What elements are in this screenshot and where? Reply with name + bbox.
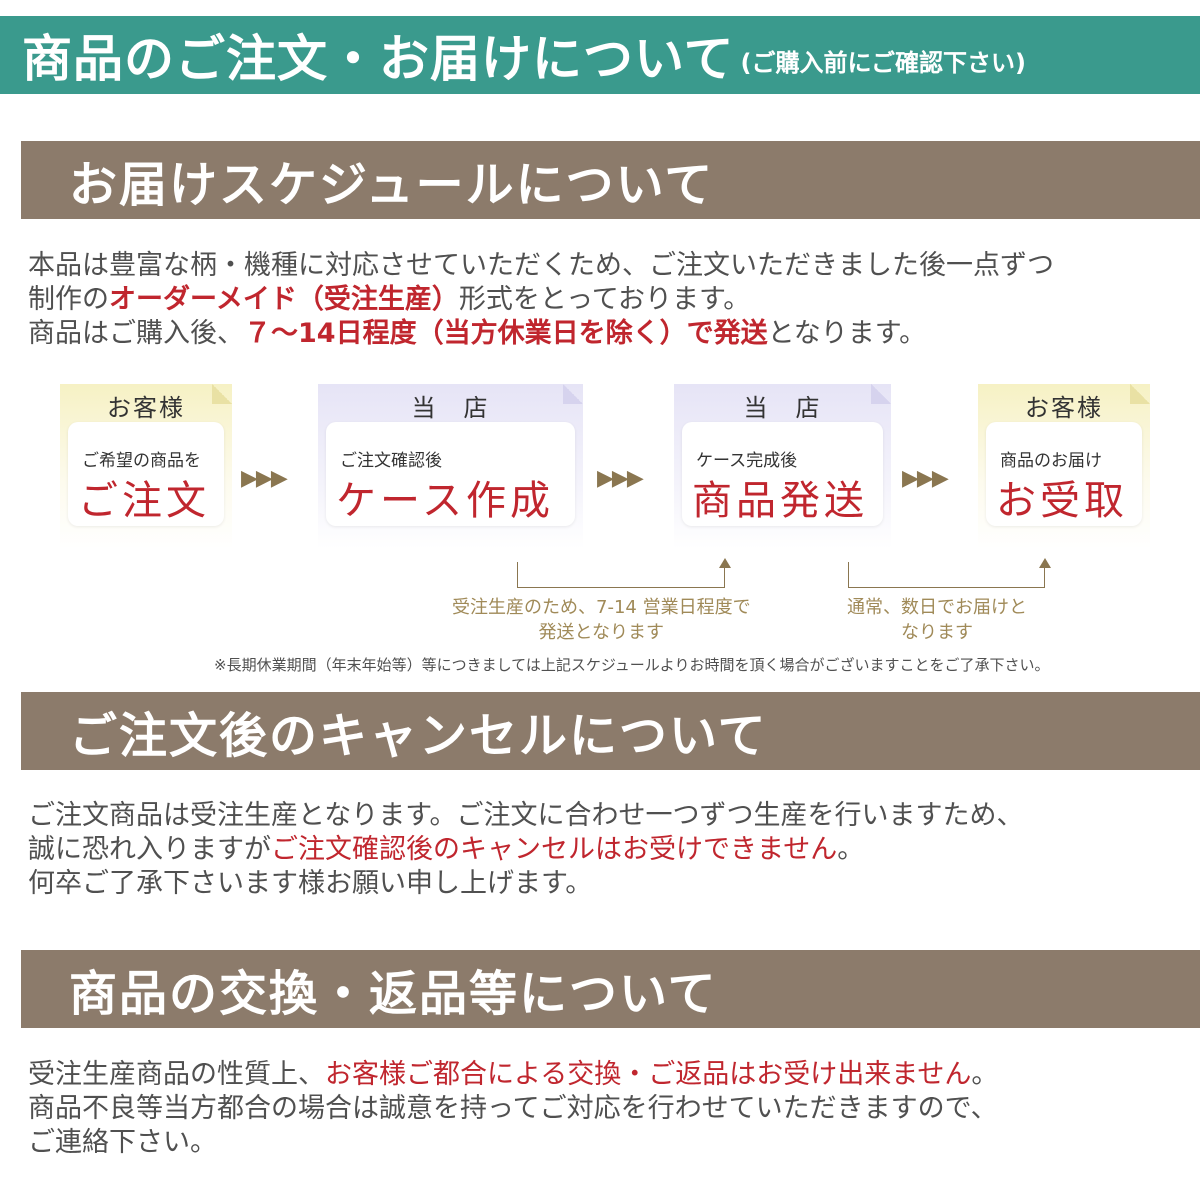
flow-step-shipping: 当 店 ケース完成後 商品発送 <box>674 384 891 549</box>
highlight-no-returns: お客様ご都合による交換・ご返品はお受け出来ません <box>325 1059 972 1090</box>
step-actor: 当 店 <box>411 394 490 422</box>
returns-line-2: 商品不良等当方都合の場合は誠意を持ってご対応を行わせていただきますので、 <box>28 1093 998 1124</box>
flow-step-order: お客様 ご希望の商品を ご注文 <box>60 384 232 549</box>
step-actor: お客様 <box>1025 394 1103 422</box>
step-card: ケース完成後 商品発送 <box>682 422 883 526</box>
highlight-no-cancel: ご注文確認後のキャンセルはお受けできません <box>271 834 838 865</box>
schedule-line-3: 商品はご購入後、７～14日程度（当方休業日を除く）で発送となります。 <box>28 317 1054 351</box>
text: となります。 <box>767 318 927 349</box>
text: 商品はご購入後、 <box>28 318 244 349</box>
step-label: 商品発送 <box>692 478 868 524</box>
cancel-paragraph: ご注文商品は受注生産となります。ご注文に合わせ一つずつ生産を行いますため、 誠に… <box>28 799 1024 901</box>
flow-arrow-1: ▶▶▶ <box>241 466 288 491</box>
flow-arrow-2: ▶▶▶ <box>597 466 644 491</box>
page-title: 商品のご注文・お届けについて <box>22 30 735 88</box>
text: 形式をとっております。 <box>458 284 751 315</box>
step-caption: ご希望の商品を <box>82 451 201 471</box>
step-card: 商品のお届け お受取 <box>986 422 1142 526</box>
returns-paragraph: 受注生産商品の性質上、お客様ご都合による交換・ご返品はお受け出来ません。 商品不… <box>28 1058 998 1160</box>
cancel-line-3: 何卒ご了承下さいます様お願い申し上げます。 <box>28 868 593 899</box>
step-label: ケース作成 <box>336 478 554 524</box>
step-actor: お客様 <box>107 394 185 422</box>
cancel-line-1: ご注文商品は受注生産となります。ご注文に合わせ一つずつ生産を行いますため、 <box>28 800 1024 831</box>
page-subtitle: (ご購入前にご確認下さい) <box>740 48 1026 77</box>
arrowhead-up-icon <box>1039 558 1051 568</box>
schedule-disclaimer: ※長期休業期間（年末年始等）等につきましては上記スケジュールよりお時間を頂く場合… <box>214 656 1050 674</box>
text: 。 <box>971 1059 999 1090</box>
page-fold <box>563 384 583 404</box>
schedule-line-1: 本品は豊富な柄・機種に対応させていただくため、ご注文いただきました後一点ずつ <box>28 250 1054 281</box>
section-heading-schedule: お届けスケジュールについて <box>21 141 1200 219</box>
section-heading-cancel: ご注文後のキャンセルについて <box>21 692 1200 770</box>
step-card: ご希望の商品を ご注文 <box>68 422 224 526</box>
step-label: お受取 <box>996 478 1128 524</box>
flow-arrow-3: ▶▶▶ <box>902 466 949 491</box>
page-fold <box>1130 384 1150 404</box>
step-caption: 商品のお届け <box>1000 451 1102 471</box>
flow-step-case-production: 当 店 ご注文確認後 ケース作成 <box>318 384 583 549</box>
note-line: 発送となります <box>538 622 665 643</box>
step-caption: ご注文確認後 <box>340 451 442 471</box>
schedule-line-2: 制作のオーダーメイド（受注生産）形式をとっております。 <box>28 283 1054 317</box>
highlight-shipping-days: ７～14日程度（当方休業日を除く）で発送 <box>244 318 768 349</box>
text: 誠に恐れ入りますが <box>28 834 271 865</box>
note-line: なります <box>901 622 973 643</box>
cancel-line-2: 誠に恐れ入りますがご注文確認後のキャンセルはお受けできません。 <box>28 833 1024 867</box>
arrowhead-up-icon <box>719 558 731 568</box>
step-label: ご注文 <box>78 478 210 524</box>
step-actor: 当 店 <box>743 394 822 422</box>
highlight-order-made: オーダーメイド（受注生産） <box>109 284 459 315</box>
step-caption: ケース完成後 <box>696 451 798 471</box>
timeline-bracket-production <box>517 562 725 588</box>
schedule-paragraph: 本品は豊富な柄・機種に対応させていただくため、ご注文いただきました後一点ずつ 制… <box>28 249 1054 351</box>
page-fold <box>212 384 232 404</box>
timeline-bracket-delivery <box>848 562 1045 588</box>
note-line: 受注生産のため、7-14 営業日程度で <box>452 597 751 618</box>
flow-step-receive: お客様 商品のお届け お受取 <box>978 384 1150 549</box>
text: 制作の <box>28 284 109 315</box>
section-heading-returns: 商品の交換・返品等について <box>21 950 1200 1028</box>
text: 。 <box>837 834 865 865</box>
returns-line-3: ご連絡下さい。 <box>28 1127 217 1158</box>
returns-line-1: 受注生産商品の性質上、お客様ご都合による交換・ご返品はお受け出来ません。 <box>28 1058 998 1092</box>
note-line: 通常、数日でお届けと <box>847 597 1027 618</box>
page-fold <box>871 384 891 404</box>
page-header: 商品のご注文・お届けについて (ご購入前にご確認下さい) <box>0 16 1200 94</box>
text: 受注生産商品の性質上、 <box>28 1059 325 1090</box>
note-production: 受注生産のため、7-14 営業日程度で 発送となります <box>452 595 751 645</box>
note-delivery: 通常、数日でお届けと なります <box>847 595 1027 645</box>
step-card: ご注文確認後 ケース作成 <box>326 422 575 526</box>
